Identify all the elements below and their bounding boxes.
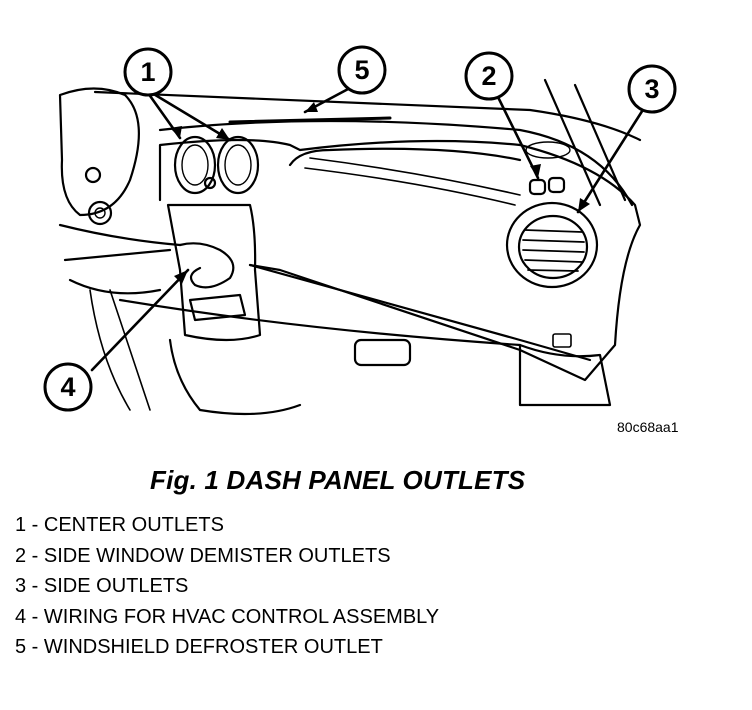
- leader-1b: [150, 91, 232, 142]
- callout-circle-1: [123, 47, 173, 97]
- center-outlet-left: [173, 135, 217, 195]
- right-a-pillar: [543, 78, 602, 207]
- glovebox-handle: [353, 338, 412, 367]
- legend-item: 2 - SIDE WINDOW DEMISTER OUTLETS: [15, 544, 391, 567]
- demister-top-vent: [525, 141, 571, 159]
- center-stack-opening: [166, 203, 262, 342]
- callout-circle-2: [464, 51, 514, 101]
- glovebox-lower-trim: [118, 298, 522, 347]
- callout-number-4: 4: [60, 372, 75, 402]
- lower-left-trim: [58, 223, 182, 295]
- figure-caption: Fig. 1 DASH PANEL OUTLETS: [150, 465, 526, 495]
- side-outlet-outer: [505, 201, 599, 289]
- arrowhead-1b: [216, 128, 230, 140]
- leader-2: [495, 93, 540, 180]
- arrowhead-1a: [170, 126, 182, 138]
- ignition-switch-inner: [94, 207, 106, 219]
- callout-number-1: 1: [140, 57, 155, 87]
- callout-circle-5: [337, 45, 387, 95]
- leader-4: [90, 268, 190, 372]
- left-knob: [84, 166, 102, 184]
- dash-crease: [288, 147, 522, 167]
- center-outlet-right: [216, 135, 260, 195]
- demister-outlet-1: [528, 178, 547, 196]
- demister-outlet-2: [547, 176, 566, 194]
- dash-face-outline: [158, 138, 642, 382]
- arrowhead-2: [530, 164, 541, 178]
- legend-list: 1 - CENTER OUTLETS 2 - SIDE WINDOW DEMIS…: [15, 510, 439, 663]
- kick-panel: [89, 289, 151, 411]
- legend-item: 3 - SIDE OUTLETS: [15, 575, 189, 597]
- dash-trim-strip: [309, 157, 521, 196]
- hvac-wiring-harness: [178, 242, 235, 289]
- center-stack-lower: [168, 338, 302, 416]
- legend-item: 1 - CENTER OUTLETS: [15, 514, 224, 536]
- defroster-slot: [228, 116, 392, 124]
- dash-trim-strip-2: [304, 167, 516, 206]
- side-outlet-louvers: [522, 229, 585, 272]
- center-outlet-left-inner: [181, 144, 209, 186]
- center-outlet-right-inner: [224, 144, 252, 186]
- side-outlet-inner: [517, 214, 589, 280]
- callout-number-3: 3: [644, 74, 659, 104]
- legend-item: 4 - WIRING FOR HVAC CONTROL ASSEMBLY: [15, 605, 440, 628]
- drawing-id: 80c68aa1: [617, 419, 679, 435]
- ignition-switch: [87, 200, 113, 226]
- callout-circle-3: [627, 64, 677, 114]
- callout-number-2: 2: [481, 61, 496, 91]
- arrowhead-3: [578, 198, 590, 212]
- glovebox-outline: [518, 343, 612, 407]
- dash-lower-edge: [248, 263, 592, 362]
- hvac-connector: [188, 293, 247, 322]
- passenger-switch: [552, 333, 572, 348]
- legend-item: 5 - WINDSHIELD DEFROSTER OUTLET: [15, 636, 383, 658]
- arrowhead-4: [174, 270, 188, 284]
- dash-panel-illustration: 1 5 2 3 4: [43, 45, 677, 416]
- windshield-base-line: [93, 90, 642, 142]
- center-outlet-knob: [203, 176, 217, 190]
- callout-circle-4: [43, 362, 93, 412]
- steering-column-shroud: [58, 87, 140, 217]
- arrowhead-5: [305, 102, 318, 112]
- leader-3: [576, 103, 648, 214]
- callout-number-5: 5: [354, 55, 369, 85]
